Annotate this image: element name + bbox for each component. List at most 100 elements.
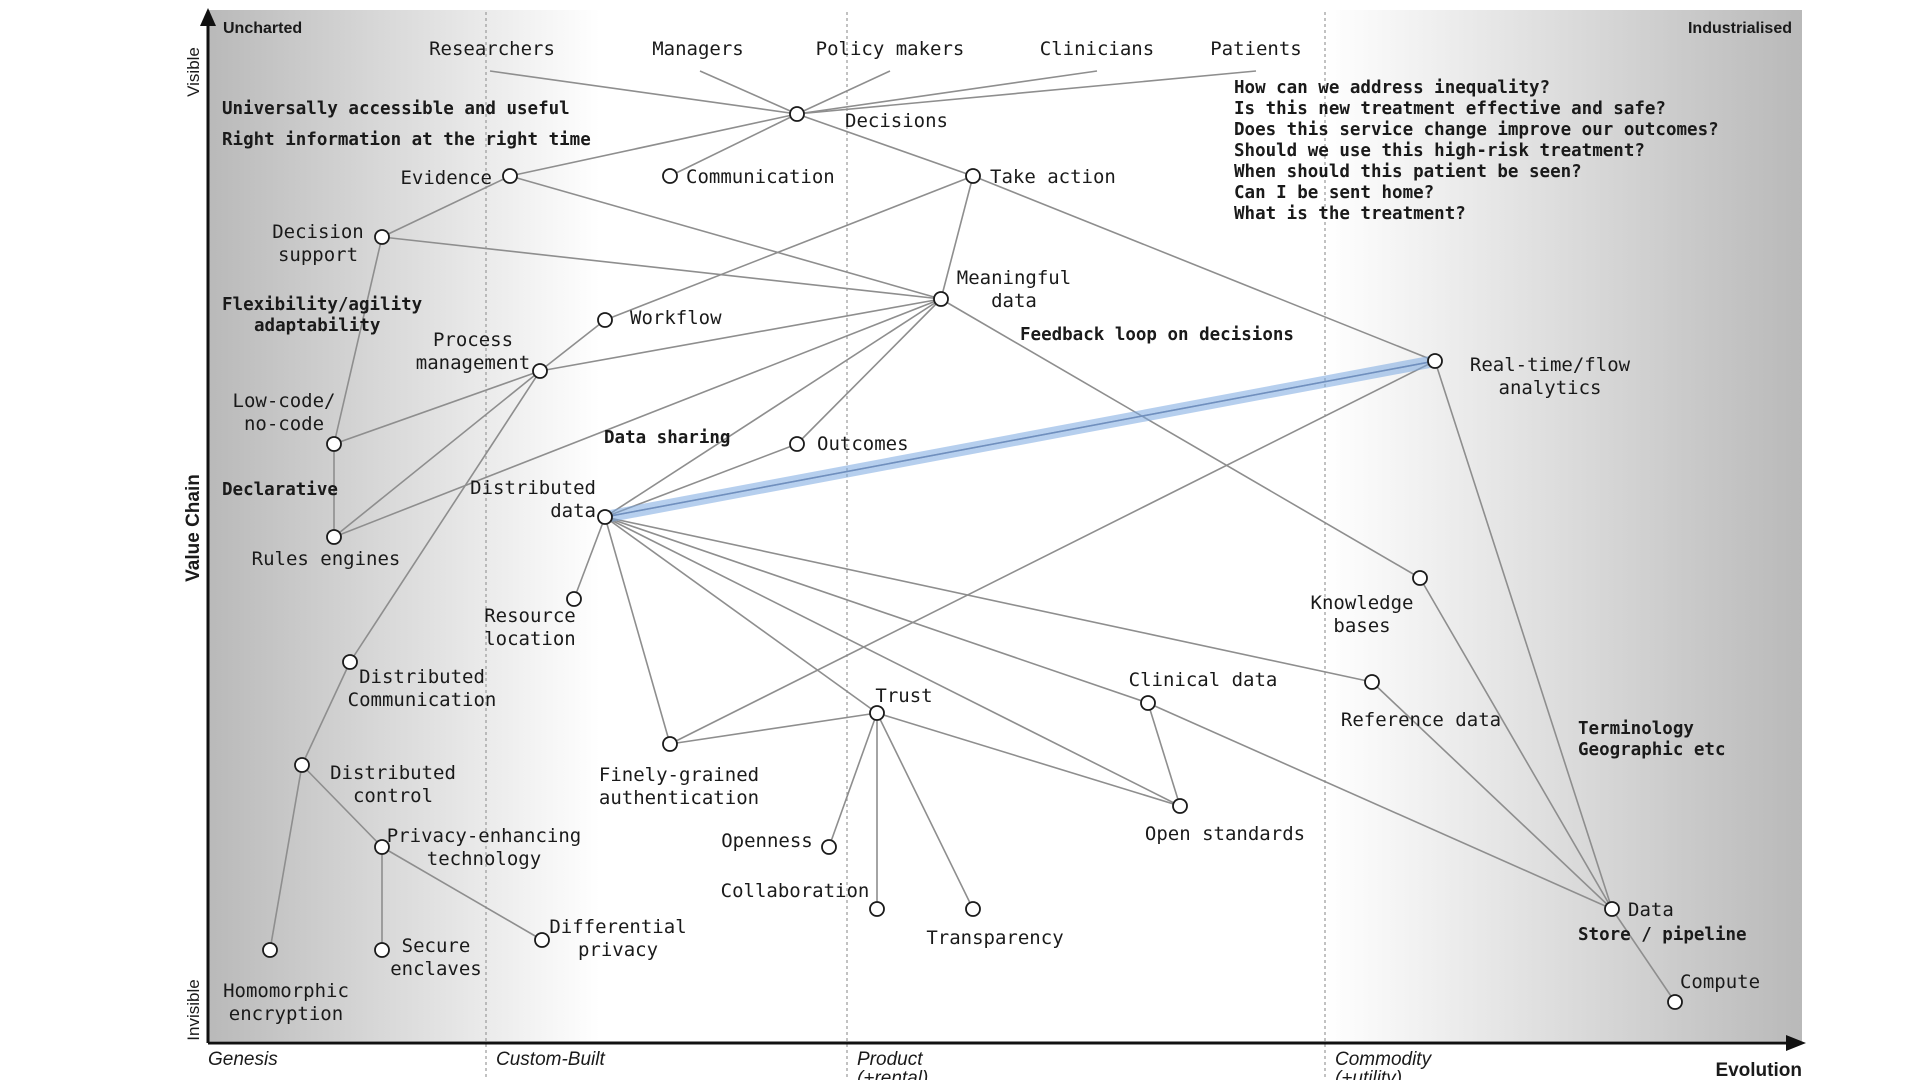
link-distributed-data-reference-data xyxy=(604,516,1373,683)
link-meaningful-data-process-management xyxy=(539,298,942,372)
note-store-pipeline: Store / pipeline xyxy=(1578,925,1747,945)
question-5: When should this patient be seen? xyxy=(1234,162,1582,182)
node-workflow[interactable] xyxy=(597,312,613,328)
label-workflow: Workflow xyxy=(630,307,722,329)
node-open-standards[interactable] xyxy=(1172,798,1188,814)
link-distributed-data-resource-location xyxy=(573,516,606,600)
link-reference-data-data xyxy=(1371,681,1613,910)
label-communication: Communication xyxy=(686,166,835,188)
question-6: Can I be sent home? xyxy=(1234,183,1434,203)
node-compute[interactable] xyxy=(1667,994,1683,1010)
node-evidence[interactable] xyxy=(502,168,518,184)
node-decisions[interactable] xyxy=(789,106,805,122)
node-distributed-control[interactable] xyxy=(294,757,310,773)
node-privacy-enhancing[interactable] xyxy=(374,839,390,855)
link-meaningful-data-distributed-data xyxy=(604,298,942,518)
label-low-code: Low-code/no-code xyxy=(233,390,336,435)
node-collaboration[interactable] xyxy=(869,901,885,917)
link-trust-openness xyxy=(828,712,878,848)
node-low-code[interactable] xyxy=(326,436,342,452)
node-finely-grained-auth[interactable] xyxy=(662,736,678,752)
link-realtime-analytics-finely-grained-auth xyxy=(669,360,1436,745)
y-axis-invisible: Invisible xyxy=(184,979,203,1040)
link-distributed-control-homomorphic-encryption xyxy=(269,764,303,951)
link-decisions-take-action xyxy=(796,113,974,177)
label-trust: Trust xyxy=(875,685,932,707)
node-secure-enclaves[interactable] xyxy=(374,942,390,958)
label-rules-engines: Rules engines xyxy=(252,548,401,570)
node-take-action[interactable] xyxy=(965,168,981,184)
link-evidence-decision-support xyxy=(381,175,511,238)
node-meaningful-data[interactable] xyxy=(933,291,949,307)
link-user-3 xyxy=(796,70,1098,115)
genesis-shading xyxy=(208,10,600,1041)
link-clinical-data-data xyxy=(1147,702,1613,910)
stage-label-product: Product(+rental) xyxy=(857,1049,928,1080)
node-resource-location[interactable] xyxy=(566,591,582,607)
label-evidence: Evidence xyxy=(400,167,492,189)
y-axis-arrow xyxy=(200,8,216,26)
node-openness[interactable] xyxy=(821,839,837,855)
industrialised-label: Industrialised xyxy=(1688,20,1792,37)
user-researchers: Researchers xyxy=(429,38,555,60)
link-user-4 xyxy=(796,70,1257,115)
link-distributed-control-privacy-enhancing xyxy=(301,764,383,848)
stage-label-custom: Custom-Built xyxy=(496,1049,605,1070)
link-distributed-data-open-standards xyxy=(604,516,1181,807)
node-realtime-analytics[interactable] xyxy=(1427,353,1443,369)
link-distributed-data-clinical-data xyxy=(604,516,1149,704)
label-collaboration: Collaboration xyxy=(721,880,870,902)
uncharted-label: Uncharted xyxy=(223,20,302,37)
label-compute: Compute xyxy=(1680,971,1760,993)
link-take-action-workflow xyxy=(604,175,974,321)
node-decision-support[interactable] xyxy=(374,229,390,245)
label-open-standards: Open standards xyxy=(1145,823,1305,845)
user-patients: Patients xyxy=(1210,38,1302,60)
node-reference-data[interactable] xyxy=(1364,674,1380,690)
label-outcomes: Outcomes xyxy=(817,433,909,455)
link-take-action-realtime-analytics xyxy=(972,175,1436,362)
x-axis-title: Evolution xyxy=(1715,1060,1802,1080)
label-clinical-data: Clinical data xyxy=(1129,669,1278,691)
link-distributed-communication-distributed-control xyxy=(301,661,351,766)
node-communication[interactable] xyxy=(662,168,678,184)
node-differential-privacy[interactable] xyxy=(534,932,550,948)
node-trust[interactable] xyxy=(869,705,885,721)
link-take-action-meaningful-data xyxy=(940,175,974,300)
link-clinical-data-open-standards xyxy=(1147,702,1181,807)
node-clinical-data[interactable] xyxy=(1140,695,1156,711)
link-trust-open-standards xyxy=(876,712,1181,807)
node-outcomes[interactable] xyxy=(789,436,805,452)
node-process-management[interactable] xyxy=(532,363,548,379)
user-managers: Managers xyxy=(652,38,744,60)
node-knowledge-bases[interactable] xyxy=(1412,570,1428,586)
node-rules-engines[interactable] xyxy=(326,529,342,545)
label-openness: Openness xyxy=(721,830,813,852)
node-homomorphic-encryption[interactable] xyxy=(262,942,278,958)
link-trust-transparency xyxy=(876,712,974,910)
node-distributed-communication[interactable] xyxy=(342,654,358,670)
node-transparency[interactable] xyxy=(965,901,981,917)
x-axis-arrow xyxy=(1786,1035,1806,1051)
link-trust-finely-grained-auth xyxy=(669,712,878,745)
link-meaningful-data-knowledge-bases xyxy=(940,298,1421,579)
link-user-1 xyxy=(699,70,798,115)
link-decision-support-meaningful-data xyxy=(381,236,942,300)
question-1: How can we address inequality? xyxy=(1234,78,1550,98)
node-data[interactable] xyxy=(1604,901,1620,917)
node-distributed-data[interactable] xyxy=(597,509,613,525)
label-transparency: Transparency xyxy=(926,927,1063,949)
note-data-sharing: Data sharing xyxy=(604,428,730,448)
